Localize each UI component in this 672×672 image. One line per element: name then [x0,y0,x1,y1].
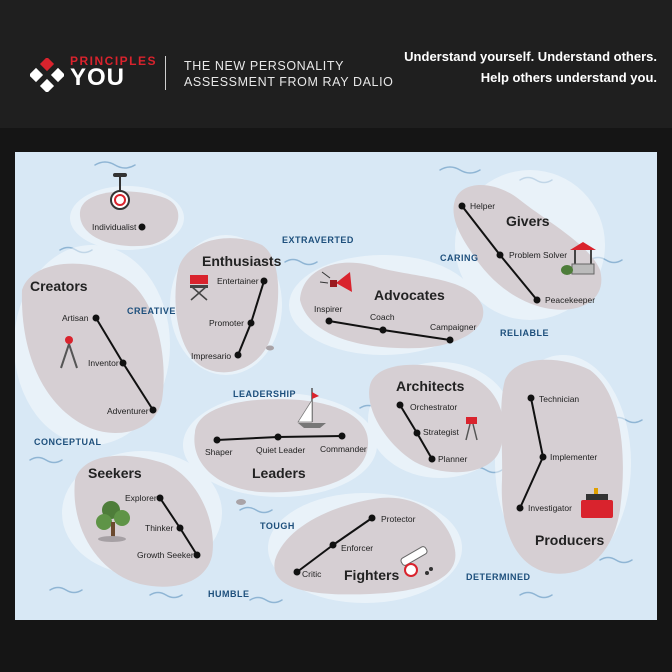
direction-reliable: RELIABLE [500,328,549,338]
individualist-group: Individualist [92,173,146,232]
trait-thinker: Thinker [145,523,174,533]
blueprint-easel-icon [465,417,478,441]
director-chair-icon [190,275,208,301]
givers-title: Givers [506,213,550,229]
trait-peacekeeper: Peacekeeper [545,295,595,305]
leaders-title: Leaders [252,465,306,481]
advocates-group: Advocates Inspirer Coach Campaigner [314,271,476,344]
trait-campaigner: Campaigner [430,322,476,332]
trait-planner: Planner [438,454,467,464]
trait-helper: Helper [470,201,495,211]
header: PRINCIPLES YOU THE NEW PERSONALITY ASSES… [0,0,672,128]
enthusiasts-title: Enthusiasts [202,253,282,269]
trait-adventurer: Adventurer [107,406,149,416]
trait-promoter: Promoter [209,318,244,328]
trait-critic: Critic [302,569,322,579]
trait-strategist: Strategist [423,427,460,437]
brand-you: YOU [70,64,126,91]
trait-orchestrator: Orchestrator [410,402,457,412]
producers-island [501,359,623,574]
trait-artisan: Artisan [62,313,89,323]
direction-determined: DETERMINED [466,572,531,582]
producers-title: Producers [535,532,604,548]
trait-problem-solver: Problem Solver [509,250,567,260]
direction-extraverted: EXTRAVERTED [282,235,354,245]
toolbox-icon [581,488,613,518]
trait-commander: Commander [320,444,367,454]
rocks [236,345,274,505]
promo-line-2: Help others understand you. [480,70,657,85]
architects-island [369,364,504,473]
direction-creative: CREATIVE [127,306,176,316]
promo-text: Understand yourself. Understand others. … [404,46,657,88]
cannon-icon [400,546,433,577]
megaphone-icon [319,271,352,292]
compass-icon [60,336,78,369]
creators-group: Creators Artisan Inventor Adventurer [30,278,157,416]
islands [21,185,623,595]
unicycle-icon [110,173,130,210]
map-canvas: EXTRAVERTED CARING CREATIVE RELIABLE LEA… [15,152,657,620]
producers-group: Producers Technician Implementer Investi… [516,394,613,548]
promo-line-1: Understand yourself. Understand others. [404,49,657,64]
creators-title: Creators [30,278,88,294]
trait-growth-seeker: Growth Seeker [137,550,194,560]
trait-explorer: Explorer [125,493,157,503]
seekers-title: Seekers [88,465,142,481]
architects-title: Architects [396,378,465,394]
fighters-title: Fighters [344,567,399,583]
trait-individualist: Individualist [92,222,137,232]
trait-protector: Protector [381,514,416,524]
direction-leadership: LEADERSHIP [233,389,296,399]
individualist-island [79,191,179,247]
header-divider [165,56,166,90]
architects-group: Architects Orchestrator Strategist Plann… [396,378,478,464]
trait-dot [138,223,146,231]
tagline-line-2: ASSESSMENT FROM RAY DALIO [184,75,394,89]
direction-conceptual: CONCEPTUAL [34,437,102,447]
givers-group: Givers Helper Problem Solver Peacekeeper [458,201,596,305]
well-icon [561,242,596,275]
trait-shaper: Shaper [205,447,233,457]
brand-principles: PRINCIPLES [70,54,158,68]
creators-island [21,263,164,433]
trait-impresario: Impresario [191,351,231,361]
advocates-title: Advocates [374,287,445,303]
trait-inspirer: Inspirer [314,304,343,314]
trait-implementer: Implementer [550,452,597,462]
personality-map: EXTRAVERTED CARING CREATIVE RELIABLE LEA… [15,152,657,620]
fighters-group: Fighters Protector Enforcer Critic [293,514,433,583]
seekers-group: Seekers Explorer Thinker Growth Seeker [88,465,201,560]
principles-logo-icon [30,58,64,92]
trait-quiet-leader: Quiet Leader [256,445,305,455]
direction-tough: TOUGH [260,521,295,531]
givers-island [453,185,602,310]
trait-enforcer: Enforcer [341,543,373,553]
sailboat-icon [297,388,326,428]
trait-coach: Coach [370,312,395,322]
enthusiasts-island [175,238,279,373]
trait-investigator: Investigator [528,503,572,513]
trait-technician: Technician [539,394,579,404]
tagline-line-1: THE NEW PERSONALITY [184,59,345,73]
enthusiasts-group: Enthusiasts Entertainer Promoter Impresa… [190,253,282,361]
direction-humble: HUMBLE [208,589,250,599]
leaders-island [194,399,369,493]
tree-icon [96,501,130,542]
trait-inventor: Inventor [88,358,119,368]
seekers-island [74,455,213,587]
leaders-group: Leaders Shaper Quiet Leader Commander [205,388,367,481]
direction-caring: CARING [440,253,479,263]
trait-entertainer: Entertainer [217,276,259,286]
tagline: THE NEW PERSONALITY ASSESSMENT FROM RAY … [184,58,394,90]
